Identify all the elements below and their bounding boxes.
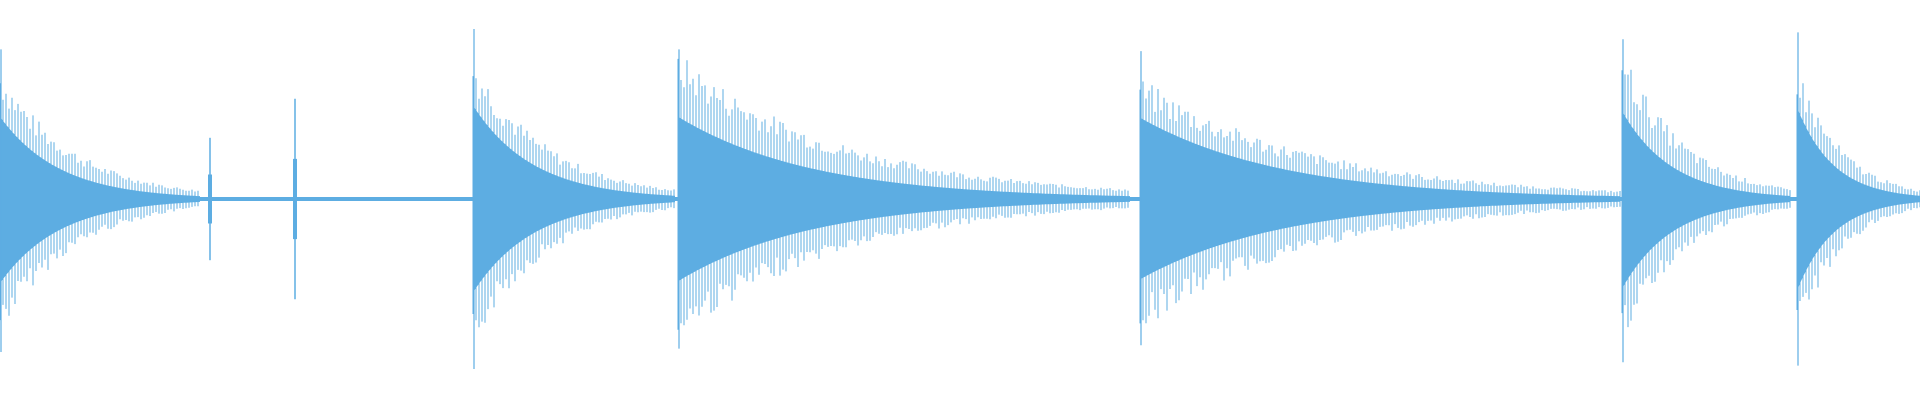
waveform-note-burst bbox=[1796, 32, 1920, 366]
waveform-note-burst bbox=[472, 29, 675, 369]
waveform-click-transient bbox=[208, 137, 212, 261]
waveform-click-transient bbox=[293, 98, 297, 300]
waveform-note-burst bbox=[677, 49, 1130, 349]
waveform-envelope bbox=[0, 29, 1920, 369]
waveform-note-burst bbox=[1621, 39, 1791, 363]
waveform-note-burst bbox=[1139, 51, 1621, 346]
waveform-note-burst bbox=[0, 49, 200, 352]
